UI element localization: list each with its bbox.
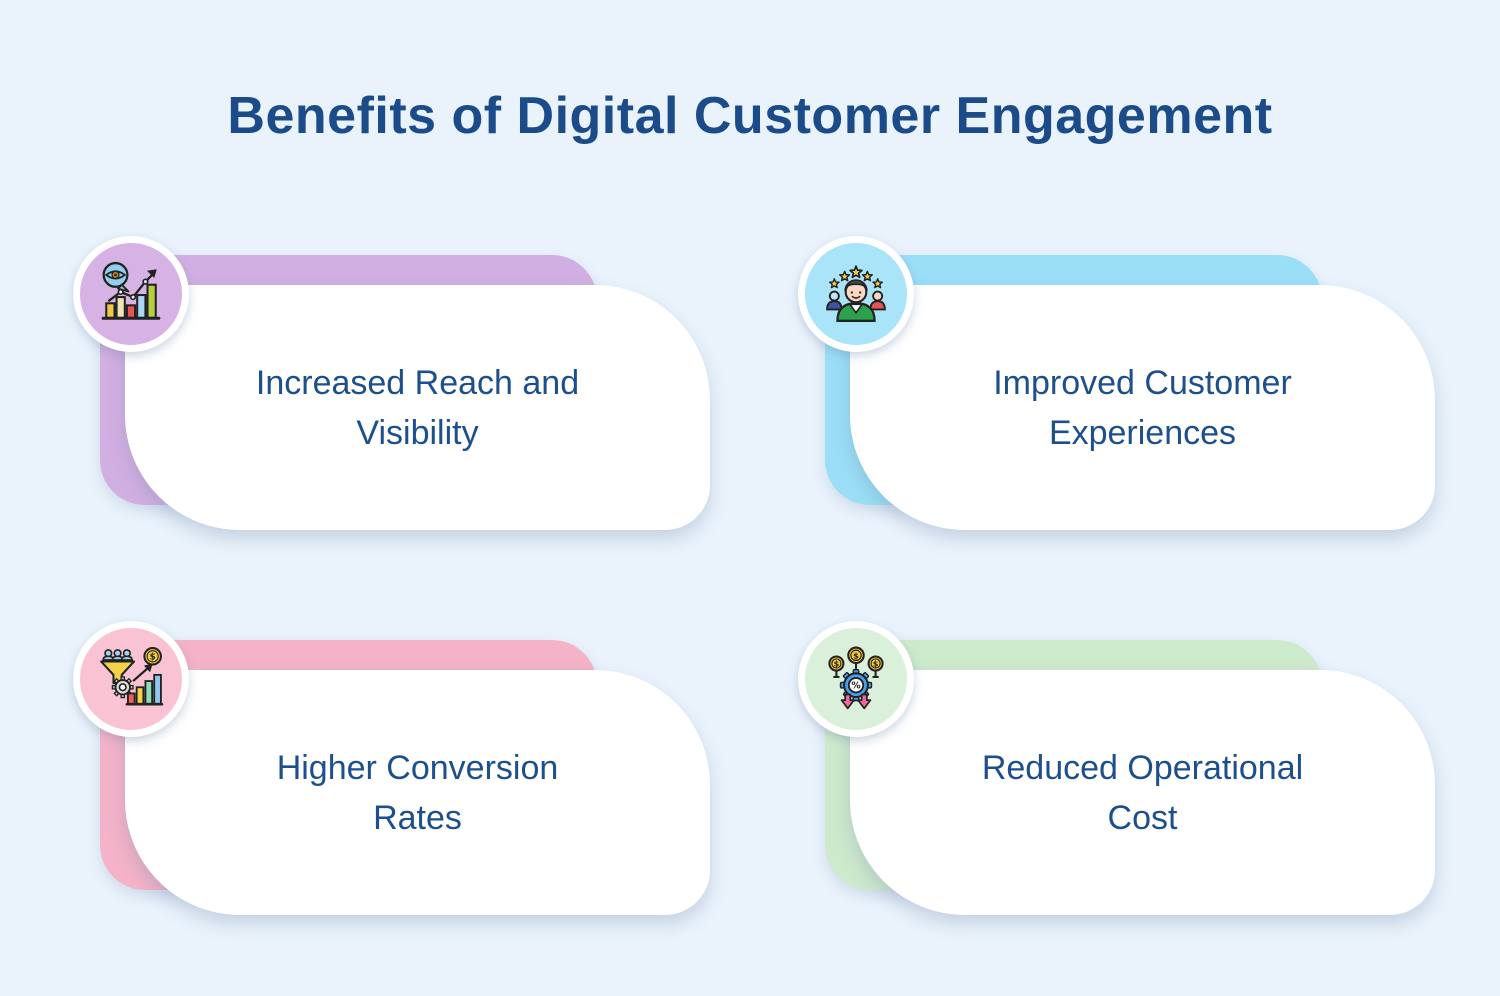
svg-text:$: $ [873, 659, 878, 668]
customer-stars-icon [826, 265, 886, 322]
svg-text:$: $ [834, 659, 839, 668]
benefit-label-line: Visibility [356, 413, 479, 452]
card-icon-badge: % $ $ $ [798, 621, 914, 737]
benefit-label-line: Rates [373, 798, 462, 837]
card-panel: Increased Reach and Visibility [125, 285, 710, 530]
card-panel: Improved Customer Experiences [850, 285, 1435, 530]
benefit-label-line: Reduced Operational [981, 748, 1304, 787]
benefit-card-increased-reach: Increased Reach and Visibility [73, 236, 712, 541]
benefit-label-line: Improved Customer [993, 363, 1292, 402]
benefit-label-line: Increased Reach and [255, 363, 580, 402]
benefit-card-reduced-cost: Reduced Operational Cost [798, 621, 1437, 926]
card-panel: Reduced Operational Cost [850, 670, 1435, 915]
cost-reduction-icon: % $ $ $ [828, 646, 884, 710]
benefit-label-line: Cost [1107, 798, 1178, 837]
benefit-label: Improved Customer Experiences [993, 358, 1292, 458]
card-icon-badge [798, 236, 914, 352]
benefit-card-improved-experience: Improved Customer Experiences [798, 236, 1437, 541]
card-icon-badge [73, 236, 189, 352]
svg-text:%: % [851, 681, 860, 692]
card-icon-badge: $ [73, 621, 189, 737]
funnel-conversion-icon: $ [100, 647, 164, 706]
card-panel: Higher Conversion Rates [125, 670, 710, 915]
page-title: Benefits of Digital Customer Engagement [227, 87, 1273, 145]
benefit-label-line: Higher Conversion [276, 748, 559, 787]
visibility-growth-icon [101, 261, 161, 320]
svg-text:$: $ [150, 653, 156, 663]
benefit-label-line: Experiences [1048, 413, 1237, 452]
benefit-label: Higher Conversion Rates [277, 743, 559, 843]
benefit-label: Increased Reach and Visibility [256, 358, 579, 458]
svg-text:$: $ [853, 651, 859, 661]
benefit-label: Reduced Operational Cost [982, 743, 1303, 843]
benefit-card-higher-conversion: Higher Conversion Rates [73, 621, 712, 926]
